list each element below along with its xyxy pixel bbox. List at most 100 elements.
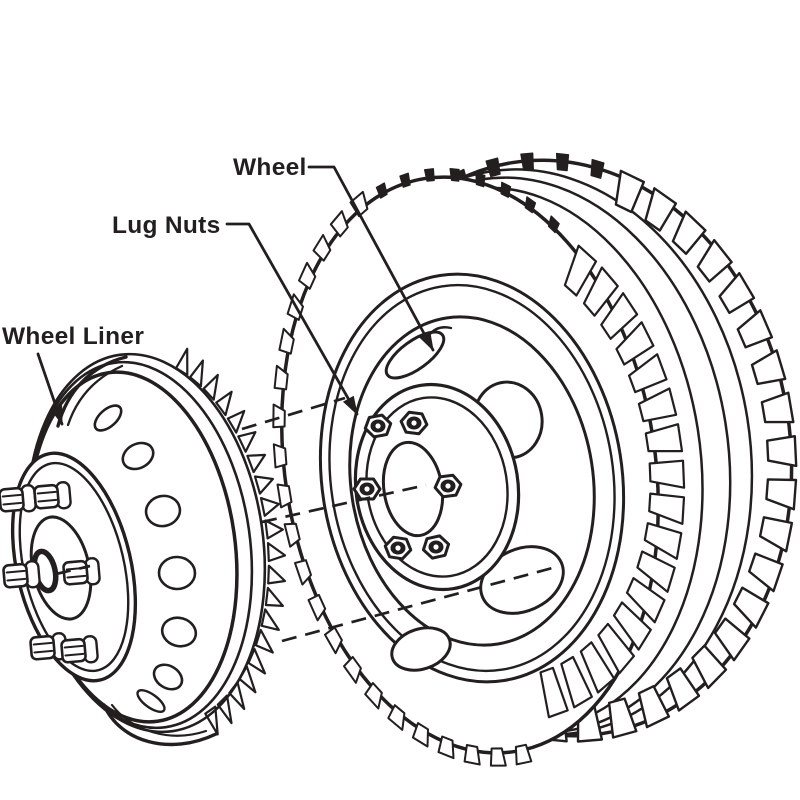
hand-hole-bottom: [390, 626, 452, 672]
gear-tooth: [267, 564, 287, 585]
tread-block: [766, 435, 798, 468]
sidewall-nub: [399, 172, 411, 188]
shoulder-tread-blocks: [539, 244, 686, 719]
shoulder-block: [637, 387, 678, 423]
wheel: [318, 272, 626, 684]
gear-tooth: [254, 628, 274, 654]
tread-block: [555, 152, 570, 172]
sidewall-nub: [387, 704, 406, 731]
rim-flange-outer: [318, 272, 626, 684]
tread-block: [671, 210, 707, 255]
tread-block: [713, 617, 751, 662]
leader-line-lug-nuts: [225, 222, 359, 416]
sidewall-nub: [424, 168, 435, 182]
sidewall-nub: [343, 655, 362, 684]
tread-block: [750, 349, 787, 386]
shoulder-block: [648, 492, 686, 525]
shoulder-block: [563, 244, 598, 297]
lug-nut: [399, 410, 429, 436]
lug-nut: [363, 413, 393, 439]
shoulder-block: [644, 423, 684, 453]
vent-hole: [152, 663, 184, 691]
sidewall-nub: [349, 190, 369, 218]
wheel-disc-edge: [348, 315, 596, 647]
sidewall-nub: [514, 743, 533, 766]
sidewall-nub: [547, 215, 560, 234]
sidewall-nub: [463, 744, 481, 766]
sidewall-nub: [364, 682, 383, 710]
tread-block: [732, 586, 770, 629]
gear-tooth: [253, 475, 274, 495]
sidewall-nub: [489, 747, 507, 767]
gear-tooth: [246, 453, 267, 474]
alignment-line-top: [241, 396, 346, 431]
leader-line-wheel: [307, 165, 435, 352]
tread-block: [696, 238, 733, 283]
shoulder-block: [643, 522, 683, 560]
sidewall-nub: [273, 364, 289, 391]
liner-bottom-lip-outer: [102, 703, 218, 747]
arrowhead-icon: [419, 331, 434, 352]
gear-tooth: [260, 608, 280, 631]
shoulder-block: [636, 550, 676, 593]
vent-hole: [160, 616, 198, 648]
liner-top-lip-inner: [66, 364, 124, 427]
tread-block: [736, 309, 774, 349]
wheel-liner: [0, 347, 287, 747]
sidewall-nub: [375, 182, 388, 199]
sidewall-nub: [312, 234, 332, 262]
label-lug-nuts: Lug Nuts: [112, 212, 221, 239]
sidewall-nub: [298, 261, 317, 290]
sidewall-nub: [437, 735, 455, 760]
gear-tooth: [238, 665, 257, 694]
tread-block: [665, 667, 701, 712]
wheel-stud: [33, 481, 72, 510]
tread-block: [590, 158, 605, 179]
lug-nut: [433, 473, 463, 499]
arrowhead-icon: [342, 395, 358, 416]
tread-block: [485, 157, 501, 178]
tread-block: [520, 152, 534, 171]
tread-blocks: [421, 152, 798, 743]
sidewall-shoulder-nubs: [272, 168, 560, 767]
sidewall-nub: [524, 196, 537, 214]
vent-hole: [157, 555, 197, 591]
shoulder-block: [579, 641, 616, 694]
gear-tooth-ring: [175, 347, 287, 736]
tread-block: [614, 169, 645, 214]
shoulder-block: [582, 266, 619, 317]
gear-tooth: [226, 409, 246, 434]
sidewall-nub: [475, 172, 486, 188]
sidewall-nub: [294, 559, 312, 586]
gear-tooth: [202, 373, 219, 401]
sidewall-nub: [278, 327, 295, 355]
gear-tooth: [247, 647, 267, 675]
gear-tooth: [259, 497, 280, 517]
shoulder-block: [597, 622, 635, 675]
alignment-line-middle: [261, 483, 427, 524]
gear-tooth: [215, 390, 233, 417]
sidewall-nub: [272, 403, 286, 429]
tire: [272, 152, 798, 767]
gear-tooth: [204, 705, 219, 736]
tread-block: [758, 516, 794, 553]
hand-hole-top-depth-arc: [428, 326, 453, 336]
tread-block: [607, 697, 638, 739]
wheel-stud: [60, 635, 99, 664]
tread-block: [691, 644, 728, 690]
liner-bottom-slot: [136, 689, 166, 713]
alignment-dashed-lines: [55, 396, 557, 643]
wheel-stud: [0, 484, 37, 513]
sidewall-nub: [411, 722, 429, 748]
tread-block: [760, 391, 795, 424]
shoulder-block: [615, 321, 655, 366]
vent-hole: [121, 441, 155, 471]
sidewall-nub: [324, 626, 343, 655]
label-wheel-liner: Wheel Liner: [2, 323, 144, 350]
axle-centerline-stub: [55, 564, 91, 576]
sidewall-nub: [283, 522, 301, 548]
lug-nut: [352, 477, 382, 501]
tread-block: [748, 552, 784, 593]
lug-nut: [421, 534, 451, 560]
